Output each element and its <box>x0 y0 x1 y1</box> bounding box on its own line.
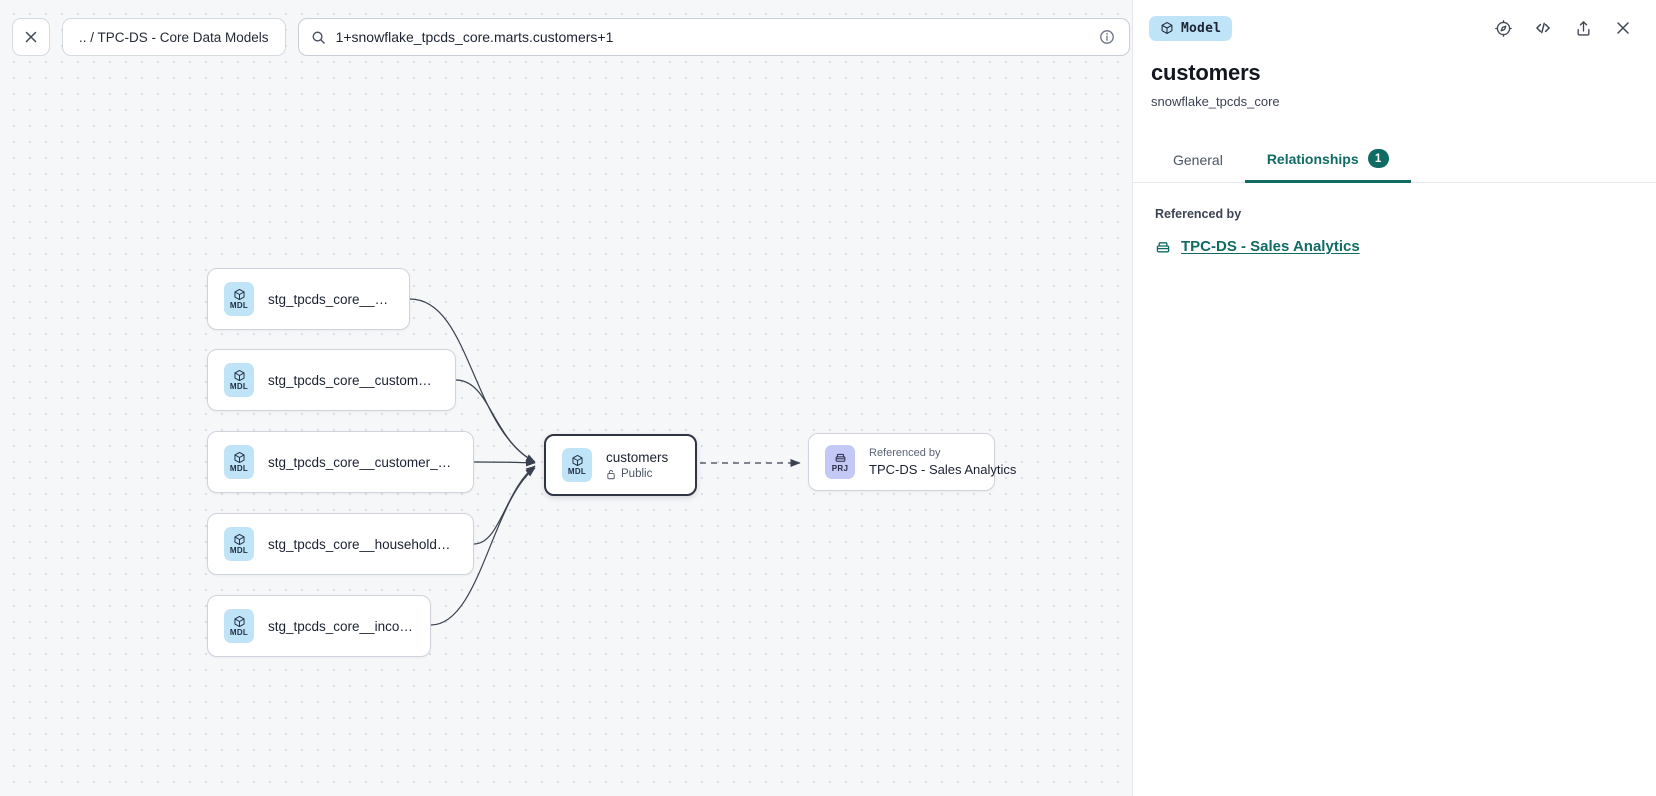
lineage-node-downstream[interactable]: PRJ Referenced by TPC-DS - Sales Analyti… <box>808 433 1017 491</box>
lineage-node-upstream[interactable]: MDL stg_tpcds_core__customer <box>207 268 410 330</box>
tab-general[interactable]: General <box>1151 142 1245 183</box>
explore-icon[interactable] <box>1488 13 1518 43</box>
panel-header: customers snowflake_tpcds_core <box>1133 56 1656 109</box>
model-badge: MDL <box>562 448 592 482</box>
section-label: Referenced by <box>1155 207 1242 221</box>
badge-label: MDL <box>229 546 249 555</box>
tab-label: Relationships <box>1266 150 1359 167</box>
page-title: customers <box>1151 60 1261 85</box>
badge-label: MDL <box>567 467 587 476</box>
cube-icon <box>233 369 246 382</box>
cube-icon <box>1160 21 1174 35</box>
breadcrumb[interactable]: .. / TPC-DS - Core Data Models <box>62 18 286 56</box>
model-badge: MDL <box>224 445 254 479</box>
close-panel-button[interactable] <box>1608 13 1638 43</box>
node-title: stg_tpcds_core__customer_demogra… <box>268 454 457 470</box>
node-title: stg_tpcds_core__income_band <box>268 618 414 634</box>
code-icon[interactable] <box>1528 13 1558 43</box>
panel-tabs: General Relationships 1 <box>1133 139 1656 183</box>
model-badge: MDL <box>224 363 254 397</box>
search-input[interactable] <box>335 29 1089 45</box>
tab-count-badge: 1 <box>1367 149 1389 168</box>
close-lineage-button[interactable] <box>12 18 50 56</box>
canvas-toolbar: .. / TPC-DS - Core Data Models <box>12 18 1132 56</box>
cube-icon <box>571 454 584 467</box>
node-eyebrow: Referenced by <box>869 447 941 459</box>
lineage-canvas[interactable]: .. / TPC-DS - Core Data Models <box>0 0 1132 796</box>
badge-label: PRJ <box>831 464 849 473</box>
lineage-node-upstream[interactable]: MDL stg_tpcds_core__income_band <box>207 595 431 657</box>
close-icon <box>23 29 39 45</box>
node-title: stg_tpcds_core__customer_address <box>268 372 439 388</box>
share-icon[interactable] <box>1568 13 1598 43</box>
list-item[interactable]: TPC-DS - Sales Analytics <box>1155 238 1360 255</box>
project-icon <box>1155 239 1171 255</box>
tab-relationships[interactable]: Relationships 1 <box>1244 139 1411 183</box>
project-icon <box>834 451 847 464</box>
badge-label: MDL <box>229 382 249 391</box>
close-icon <box>1614 19 1632 37</box>
reference-link[interactable]: TPC-DS - Sales Analytics <box>1181 238 1360 255</box>
asset-type-label: Model <box>1181 20 1222 36</box>
node-title: stg_tpcds_core__household_demogr… <box>268 536 457 552</box>
badge-label: MDL <box>229 464 249 473</box>
panel-subtitle: snowflake_tpcds_core <box>1151 94 1280 109</box>
project-badge: PRJ <box>825 445 855 479</box>
lineage-node-upstream[interactable]: MDL stg_tpcds_core__household_demogr… <box>207 513 474 575</box>
cube-icon <box>233 451 246 464</box>
badge-label: MDL <box>229 628 249 637</box>
tab-label: General <box>1173 152 1223 168</box>
panel-toolbar: Model <box>1133 0 1656 56</box>
node-access: Public <box>606 468 668 480</box>
asset-type-chip[interactable]: Model <box>1149 15 1233 41</box>
node-title: customers <box>606 450 669 465</box>
info-circle-icon[interactable] <box>1099 29 1115 45</box>
details-panel: Model <box>1132 0 1656 796</box>
node-title: TPC-DS - Sales Analytics <box>869 462 1017 477</box>
cube-icon <box>233 288 246 301</box>
model-badge: MDL <box>224 527 254 561</box>
lineage-node-selected[interactable]: MDL customers Public <box>544 434 697 496</box>
cube-icon <box>233 615 246 628</box>
lineage-node-upstream[interactable]: MDL stg_tpcds_core__customer_demogra… <box>207 431 474 493</box>
panel-content: Referenced by TPC-DS - Sales Analytics <box>1133 183 1656 796</box>
node-access-label: Public <box>621 468 653 480</box>
model-badge: MDL <box>224 609 254 643</box>
search-icon <box>311 30 326 45</box>
lock-icon <box>606 469 616 480</box>
cube-icon <box>233 533 246 546</box>
model-badge: MDL <box>224 282 254 316</box>
lineage-search-bar[interactable] <box>297 18 1130 56</box>
lineage-edges <box>409 298 801 626</box>
node-title: stg_tpcds_core__customer <box>268 291 393 307</box>
lineage-node-upstream[interactable]: MDL stg_tpcds_core__customer_address <box>207 349 456 411</box>
badge-label: MDL <box>229 301 249 310</box>
